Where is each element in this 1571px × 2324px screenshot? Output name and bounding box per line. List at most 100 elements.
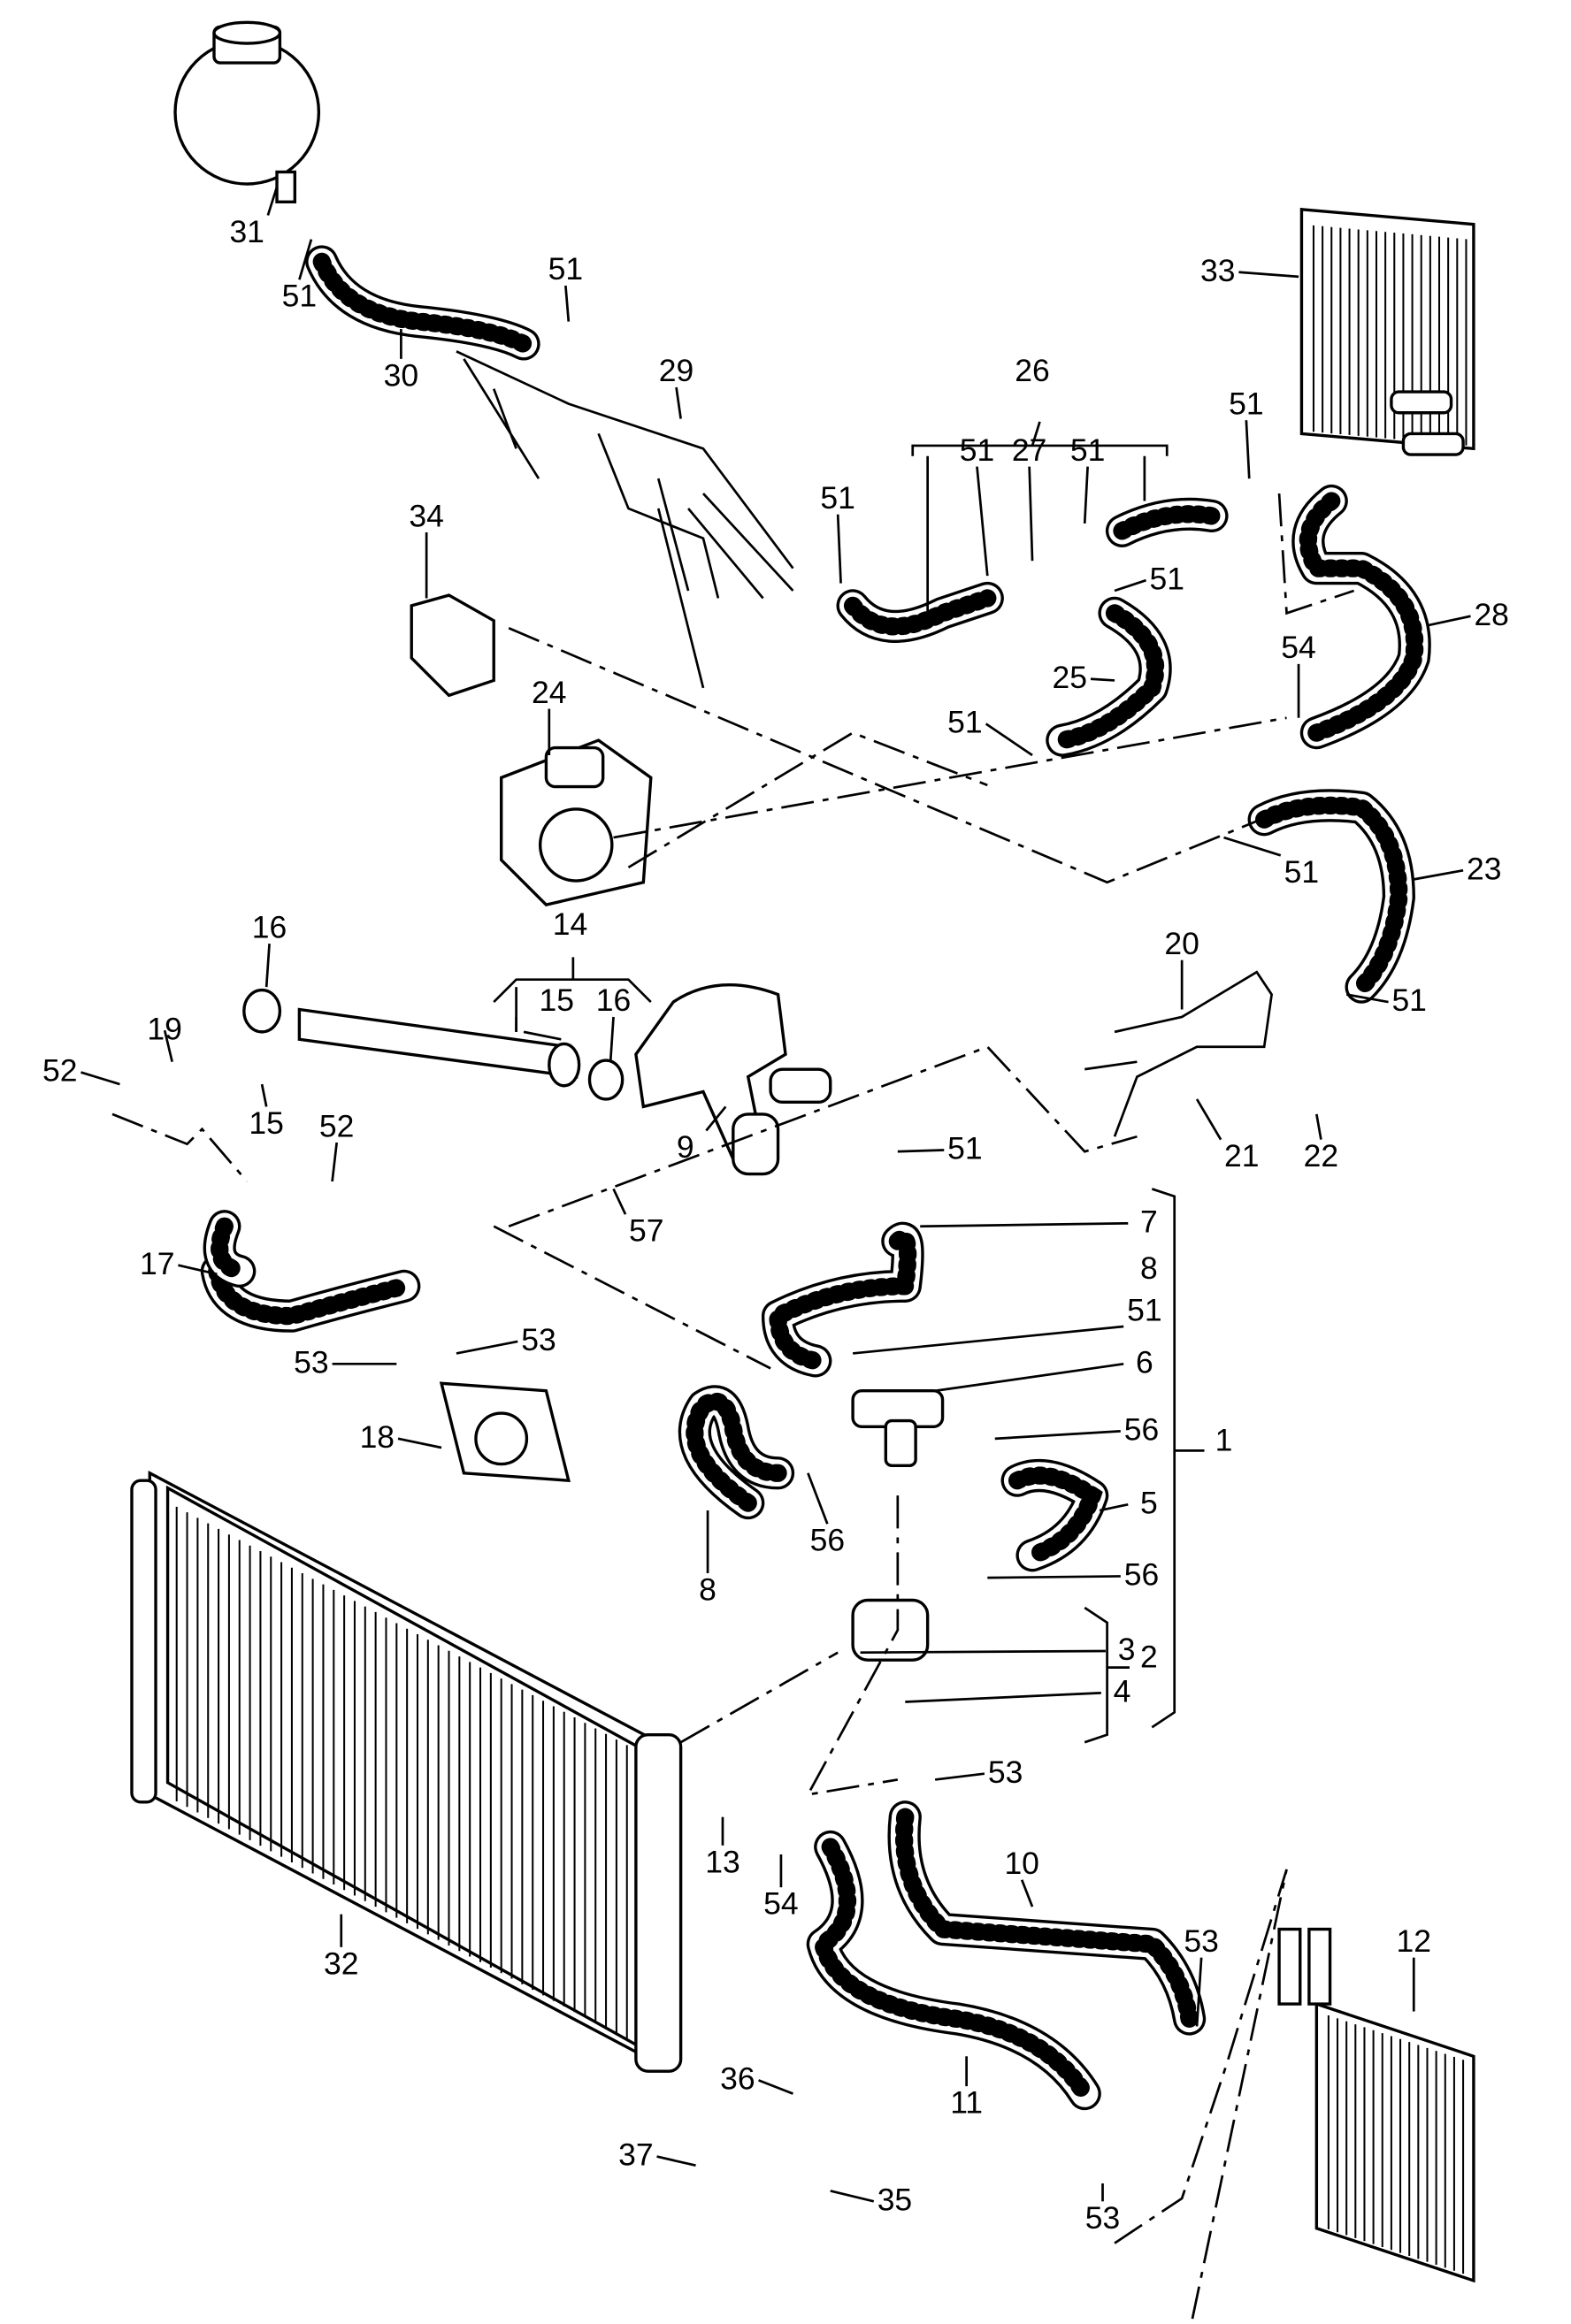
callout-9: 9 — [677, 1129, 694, 1165]
callout-6: 6 — [1136, 1344, 1153, 1380]
callout-52: 52 — [42, 1053, 78, 1089]
hoses — [200, 245, 1431, 2111]
leader-line — [656, 2155, 696, 2167]
leader-line — [807, 1472, 829, 1525]
leader-line — [976, 466, 989, 577]
callout-17: 17 — [140, 1246, 175, 1281]
callout-51: 51 — [1149, 561, 1184, 596]
callout-3: 3 — [1118, 1632, 1136, 1667]
leader-line — [1099, 1502, 1129, 1512]
leader-line — [1083, 466, 1089, 524]
callout-36: 36 — [720, 2060, 755, 2096]
leader-line — [897, 1149, 945, 1153]
callout-32: 32 — [324, 1946, 359, 1981]
callout-51: 51 — [548, 251, 584, 287]
callout-56: 56 — [1124, 1557, 1160, 1593]
leader-line — [1195, 1098, 1222, 1141]
callout-53: 53 — [294, 1344, 328, 1380]
leader-line — [705, 1105, 727, 1132]
callout-57: 57 — [629, 1213, 664, 1249]
callout-51: 51 — [1070, 432, 1106, 468]
throttle-body — [499, 738, 653, 906]
leader-line — [456, 1340, 518, 1355]
leader-line — [609, 1016, 615, 1062]
leader-line — [830, 2190, 875, 2203]
leader-line — [1245, 420, 1251, 479]
callout-51: 51 — [1391, 982, 1427, 1018]
leader-line — [994, 1430, 1121, 1441]
coolant-pipe-14 — [242, 988, 625, 1101]
leader-line — [1090, 677, 1115, 682]
callout-19: 19 — [147, 1011, 182, 1046]
callout-51: 51 — [1284, 854, 1320, 890]
callout-15: 15 — [249, 1105, 283, 1141]
heater-core-upper — [1299, 207, 1475, 456]
leader-line — [1195, 1957, 1203, 2027]
leader-line — [934, 1362, 1124, 1393]
coolant-pipe — [456, 350, 794, 689]
callout-1: 1 — [1215, 1422, 1233, 1457]
callout-30: 30 — [384, 357, 419, 393]
callout-21: 21 — [1224, 1138, 1260, 1173]
callout-22: 22 — [1304, 1138, 1339, 1173]
leader-line — [1028, 466, 1034, 562]
callout-27: 27 — [1012, 432, 1047, 468]
leader-line — [1223, 836, 1282, 857]
leader-line — [920, 1221, 1129, 1228]
leader-line — [675, 386, 682, 419]
callout-31: 31 — [229, 214, 264, 249]
leader-line — [612, 1188, 627, 1215]
callout-5: 5 — [1140, 1485, 1158, 1520]
thermostat-housing — [634, 983, 832, 1176]
leader-line — [80, 1071, 120, 1086]
oil-cooler — [439, 1381, 571, 1483]
leader-line — [260, 1083, 268, 1107]
leader-line — [266, 186, 279, 216]
leader-line — [987, 1575, 1121, 1579]
callout-8: 8 — [699, 1571, 717, 1607]
leader-line — [1114, 578, 1146, 592]
callout-53: 53 — [1184, 1923, 1219, 1959]
callout-26: 26 — [1015, 353, 1050, 388]
leader-line — [564, 285, 571, 322]
callout-51: 51 — [1127, 1292, 1162, 1327]
callout-16: 16 — [252, 909, 287, 944]
callout-7: 7 — [1140, 1204, 1158, 1239]
leader-line — [758, 2079, 793, 2095]
callout-52: 52 — [319, 1108, 355, 1143]
callout-56: 56 — [810, 1523, 845, 1558]
callout-10: 10 — [1004, 1846, 1039, 1881]
callout-12: 12 — [1397, 1923, 1432, 1959]
callout-51: 51 — [947, 705, 983, 740]
callout-51: 51 — [960, 432, 994, 468]
callout-33: 33 — [1200, 253, 1236, 288]
leader-line — [331, 1142, 339, 1182]
callout-4: 4 — [1114, 1673, 1131, 1709]
leader-line — [1020, 1879, 1034, 1907]
callout-53: 53 — [521, 1322, 556, 1357]
callout-20: 20 — [1164, 926, 1199, 961]
callout-54: 54 — [1281, 630, 1316, 665]
callout-11: 11 — [950, 2085, 983, 2121]
callout-51: 51 — [947, 1131, 983, 1166]
leader-line — [1315, 1113, 1322, 1140]
leader-lines — [80, 186, 1471, 2203]
callout-37: 37 — [618, 2137, 654, 2173]
leader-line — [860, 1649, 1106, 1655]
leader-line — [985, 722, 1033, 757]
leader-line — [178, 1264, 218, 1276]
callout-51: 51 — [1229, 386, 1264, 421]
callout-54: 54 — [763, 1886, 799, 1922]
leader-line — [836, 514, 842, 584]
callout-16: 16 — [596, 982, 632, 1018]
leader-line — [298, 239, 313, 280]
callout-34: 34 — [409, 498, 443, 533]
leader-line — [264, 944, 271, 988]
callout-51: 51 — [820, 480, 855, 516]
callout-29: 29 — [659, 353, 694, 388]
expansion-tank — [173, 20, 321, 203]
bracket — [1084, 970, 1274, 1137]
leader-line — [852, 1325, 1124, 1355]
callout-56: 56 — [1124, 1412, 1160, 1448]
